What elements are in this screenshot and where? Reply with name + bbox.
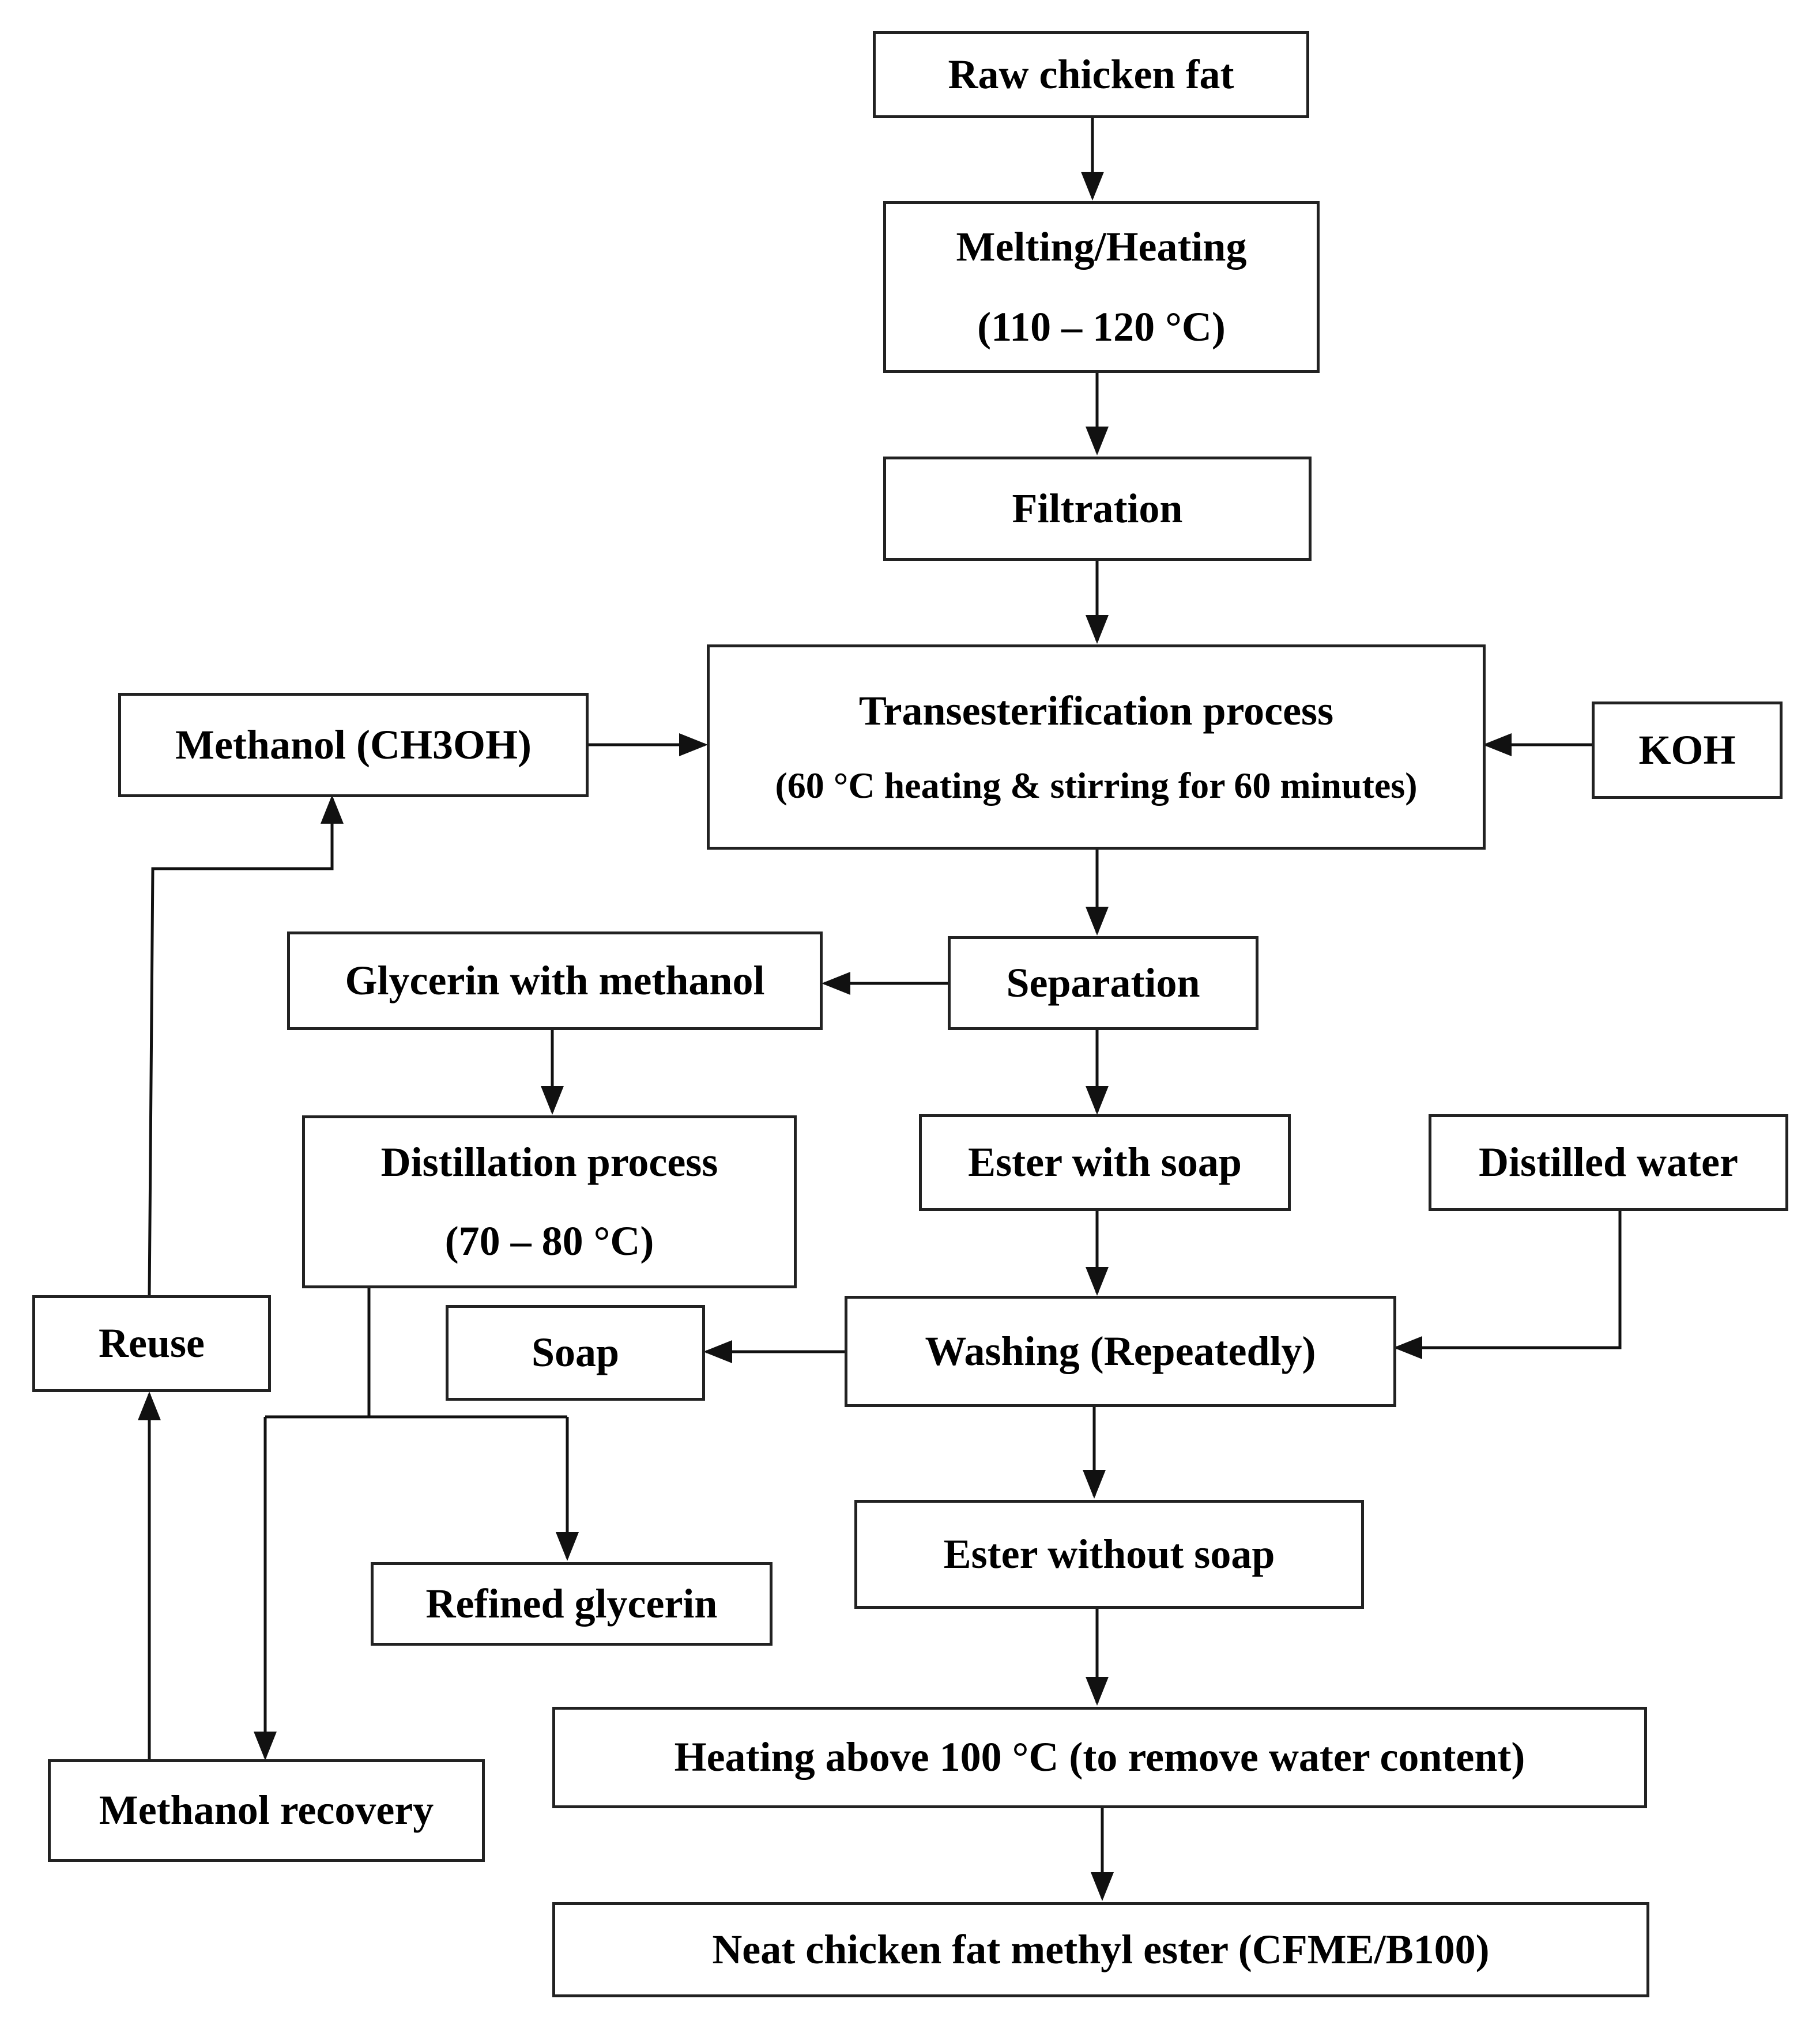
separation-label: Separation [1006,959,1200,1006]
reuse-label: Reuse [99,1320,205,1367]
koh-label: KOH [1638,726,1736,773]
washing-label: Washing (Repeatedly) [925,1327,1316,1374]
transesterification-box: Transesterification process (60 °C heati… [707,644,1486,850]
refined-glycerin-box: Refined glycerin [371,1562,773,1646]
distillation-process-label: Distillation process [380,1138,718,1185]
separation-box: Separation [948,936,1258,1030]
distillation-process-box: Distillation process (70 – 80 °C) [302,1115,797,1288]
distilled-water-box: Distilled water [1429,1114,1788,1211]
methanol-box: Methanol (CH3OH) [118,693,589,797]
glycerin-with-methanol-label: Glycerin with methanol [345,957,765,1004]
transesterification-conditions-label: (60 °C heating & stirring for 60 minutes… [775,764,1418,806]
filtration-box: Filtration [883,457,1312,561]
glycerin-with-methanol-box: Glycerin with methanol [287,931,823,1030]
distillation-temperature-label: (70 – 80 °C) [444,1218,654,1264]
soap-label: Soap [531,1329,620,1376]
cfme-box: Neat chicken fat methyl ester (CFME/B100… [552,1902,1649,1997]
ester-without-soap-label: Ester without soap [943,1530,1275,1577]
methanol-label: Methanol (CH3OH) [175,721,532,768]
reuse-box: Reuse [32,1295,271,1392]
heating-above-100-label: Heating above 100 °C (to remove water co… [674,1734,1525,1781]
distilled-water-label: Distilled water [1479,1139,1738,1186]
soap-box: Soap [446,1305,705,1401]
refined-glycerin-label: Refined glycerin [425,1580,718,1627]
melting-heating-label: Melting/Heating [956,223,1247,270]
methanol-recovery-label: Methanol recovery [99,1787,434,1834]
ester-with-soap-label: Ester with soap [968,1139,1242,1186]
arrow-reuse-to-methanol [148,795,344,1296]
arrow-distilled-water-to-washing [1393,1211,1622,1359]
raw-chicken-fat-box: Raw chicken fat [873,31,1309,118]
cfme-label: Neat chicken fat methyl ester (CFME/B100… [712,1926,1490,1973]
heating-above-100-box: Heating above 100 °C (to remove water co… [552,1707,1647,1808]
melting-temperature-label: (110 – 120 °C) [977,304,1226,350]
ester-without-soap-box: Ester without soap [854,1500,1364,1609]
raw-chicken-fat-label: Raw chicken fat [948,51,1234,97]
methanol-recovery-box: Methanol recovery [48,1759,485,1862]
ester-with-soap-box: Ester with soap [919,1114,1291,1211]
transesterification-label: Transesterification process [858,687,1334,734]
koh-box: KOH [1592,702,1783,799]
washing-box: Washing (Repeatedly) [845,1296,1396,1407]
melting-heating-box: Melting/Heating (110 – 120 °C) [883,201,1320,373]
filtration-label: Filtration [1012,485,1183,531]
